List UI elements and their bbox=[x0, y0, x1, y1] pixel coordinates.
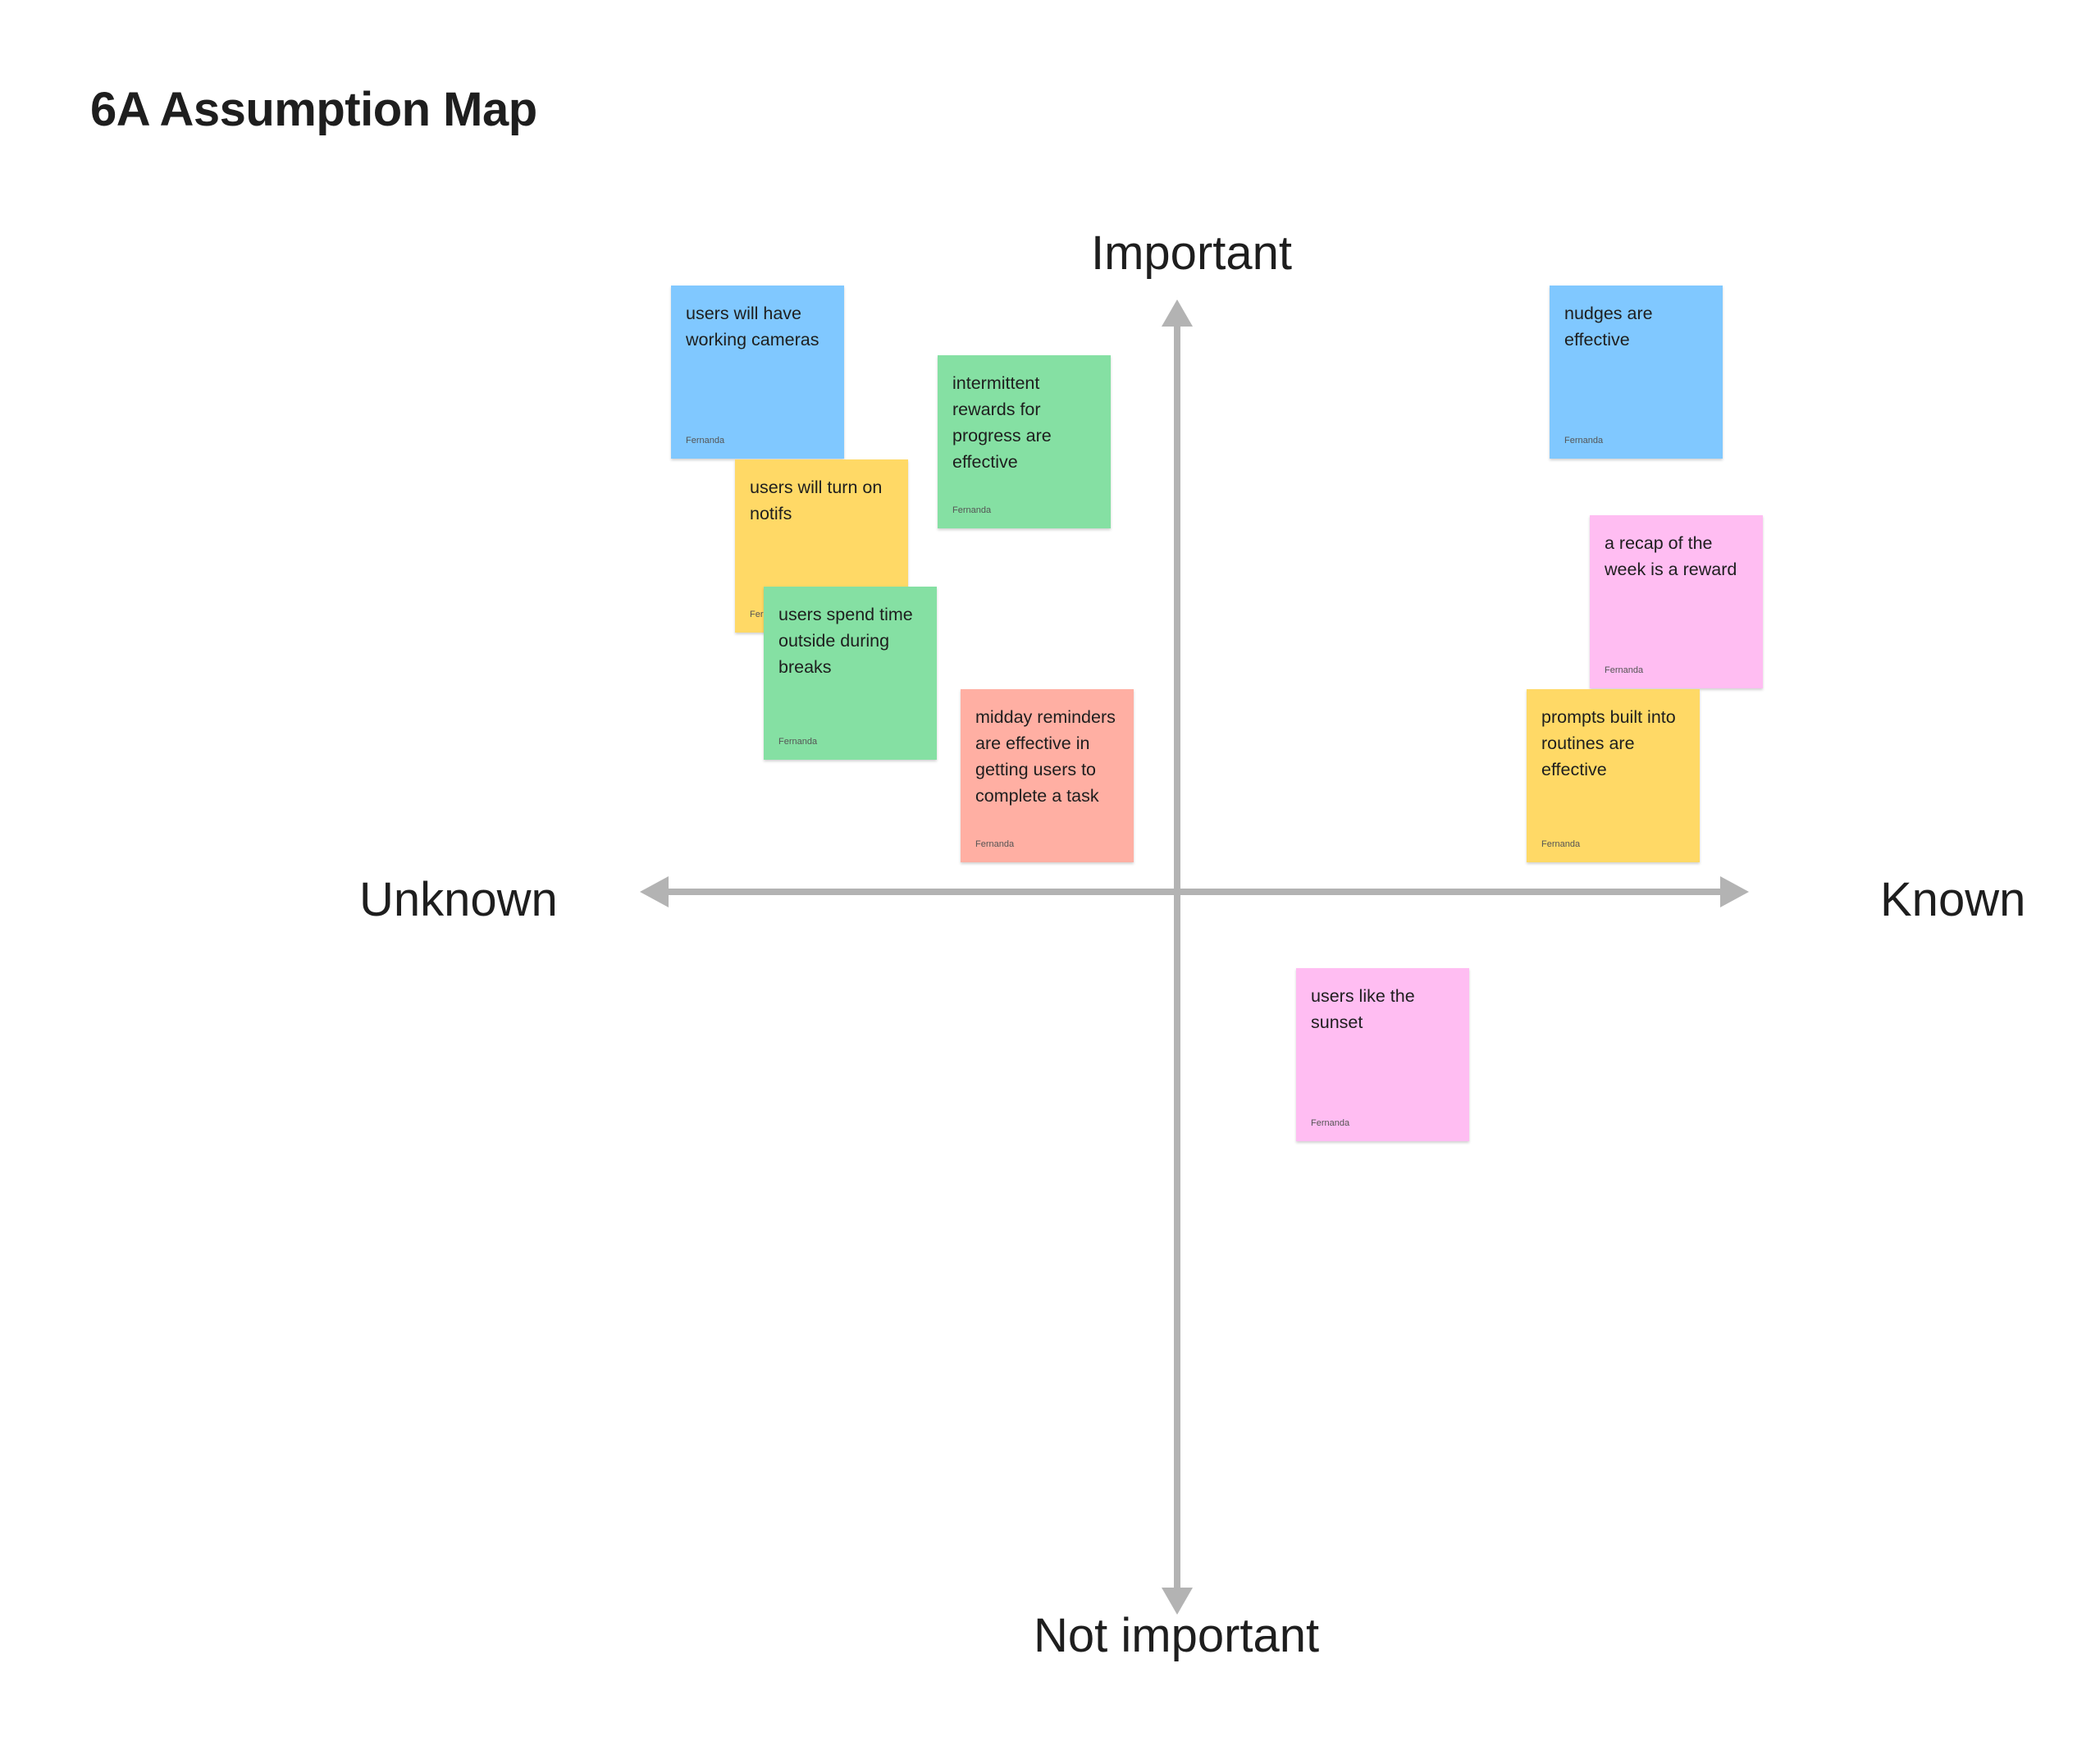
sticky-note-author: Fernanda bbox=[686, 436, 725, 446]
sticky-note[interactable]: nudges are effective Fernanda bbox=[1550, 286, 1723, 459]
sticky-note[interactable]: a recap of the week is a reward Fernanda bbox=[1590, 515, 1763, 688]
sticky-note[interactable]: users will have working cameras Fernanda bbox=[671, 286, 844, 459]
sticky-note[interactable]: prompts built into routines are effectiv… bbox=[1527, 689, 1700, 862]
axis-label-unknown: Unknown bbox=[359, 873, 558, 926]
sticky-note-text: midday reminders are effective in gettin… bbox=[975, 707, 1116, 806]
axis-label-important: Important bbox=[1091, 226, 1292, 280]
sticky-note-author: Fernanda bbox=[1311, 1118, 1350, 1128]
sticky-note-author: Fernanda bbox=[1564, 436, 1604, 446]
sticky-note[interactable]: users spend time outside during breaks F… bbox=[764, 587, 937, 760]
sticky-note-text: users will turn on notifs bbox=[750, 478, 883, 523]
sticky-note-author: Fernanda bbox=[1605, 665, 1644, 675]
axis-label-not-important: Not important bbox=[1034, 1609, 1320, 1662]
sticky-note[interactable]: users like the sunset Fernanda bbox=[1296, 968, 1469, 1141]
axis-arrow-up-icon bbox=[1162, 299, 1193, 327]
sticky-note[interactable]: intermittent rewards for progress are ef… bbox=[938, 355, 1111, 528]
sticky-note[interactable]: midday reminders are effective in gettin… bbox=[961, 689, 1134, 862]
sticky-note-text: users like the sunset bbox=[1311, 986, 1415, 1032]
sticky-note-author: Fernanda bbox=[975, 839, 1015, 849]
sticky-note-text: a recap of the week is a reward bbox=[1605, 533, 1737, 579]
axis-arrow-right-icon bbox=[1720, 876, 1749, 907]
board-title: 6A Assumption Map bbox=[90, 83, 537, 136]
sticky-note-author: Fernanda bbox=[778, 737, 818, 747]
axis-arrow-left-icon bbox=[640, 876, 669, 907]
sticky-note-text: prompts built into routines are effectiv… bbox=[1541, 707, 1676, 779]
sticky-note-text: users will have working cameras bbox=[686, 304, 819, 350]
axis-arrow-down-icon bbox=[1162, 1588, 1193, 1615]
sticky-note-author: Fernanda bbox=[1541, 839, 1581, 849]
sticky-note-text: nudges are effective bbox=[1564, 304, 1653, 350]
sticky-note-author: Fernanda bbox=[952, 505, 992, 515]
sticky-note-text: users spend time outside during breaks bbox=[778, 605, 913, 677]
sticky-note-text: intermittent rewards for progress are ef… bbox=[952, 373, 1052, 472]
axis-label-known: Known bbox=[1880, 873, 2026, 926]
